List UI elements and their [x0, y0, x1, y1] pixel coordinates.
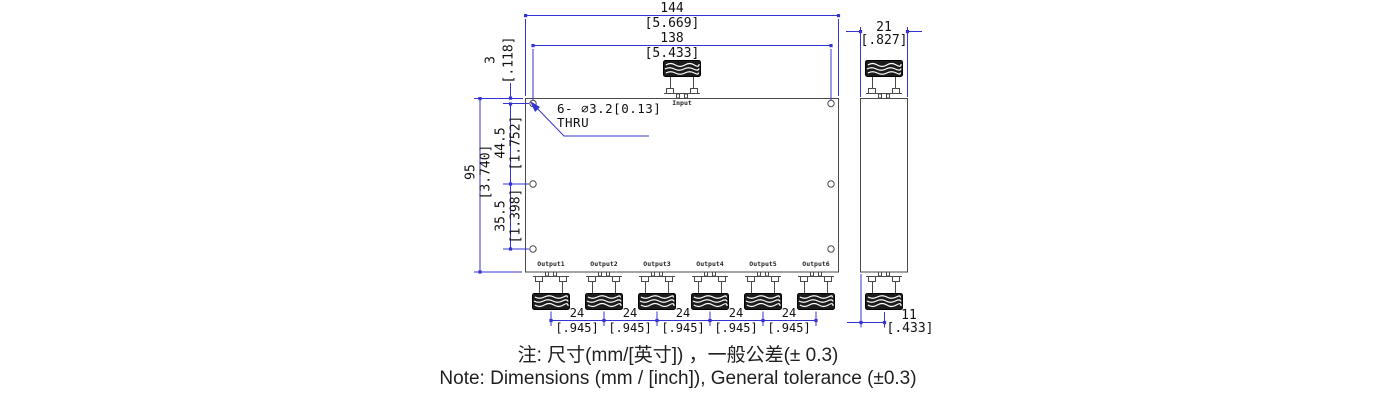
dim-height-total-mm: 95: [463, 164, 479, 180]
dim-hole-pitch-upper-mm: 44.5: [493, 127, 509, 159]
dim-port-pitch-5-mm: 24: [781, 306, 797, 320]
dim-port-pitch-2-mm: 24: [622, 306, 638, 320]
front-view-outline: [525, 98, 839, 273]
dim-hole-span-inch: [5.433]: [644, 46, 700, 61]
output-port-label-5: Output5: [749, 260, 777, 268]
dimension-lines: [474, 14, 922, 328]
dim-hole-pitch-lower-inch: [1.398]: [508, 188, 524, 244]
dim-port-pitch-1-inch: [.945]: [555, 321, 599, 335]
output-port-label-4: Output4: [696, 260, 724, 268]
output-connectors: [532, 272, 834, 310]
mounting-holes: [529, 99, 835, 253]
note-line-english: Note: Dimensions (mm / [inch]), General …: [439, 368, 917, 389]
dim-port-pitch-1-mm: 24: [569, 306, 585, 320]
dim-hole-edge-offset-inch: [.118]: [501, 36, 517, 84]
hole-callout-line1: 6- ∅3.2[0.13]: [557, 101, 662, 116]
output-port-label-1: Output1: [537, 260, 565, 268]
dim-port-pitch-5-inch: [.945]: [767, 321, 811, 335]
dim-height-total-inch: [3.740]: [478, 144, 494, 200]
dim-depth-mm: 21: [876, 20, 892, 35]
output-port-label-2: Output2: [590, 260, 618, 268]
hole-callout-line2: THRU: [557, 115, 590, 130]
dim-hole-edge-offset-mm: 3: [483, 56, 499, 64]
dim-width-total-mm: 144: [660, 1, 684, 16]
dim-width-total-inch: [5.669]: [644, 16, 700, 31]
dim-port-pitch-3-inch: [.945]: [661, 321, 705, 335]
dim-port-offset-mm: 11: [901, 308, 917, 323]
output-port-label-3: Output3: [643, 260, 671, 268]
dim-hole-span-mm: 138: [660, 31, 684, 46]
input-port-label: Input: [672, 99, 692, 107]
dim-hole-pitch-upper-inch: [1.752]: [508, 115, 524, 171]
dim-port-offset-inch: [.433]: [886, 321, 934, 336]
dim-port-pitch-4-inch: [.945]: [714, 321, 758, 335]
dim-hole-pitch-lower-mm: 35.5: [493, 200, 509, 232]
note-line-chinese: 注: 尺寸(mm/[英寸]) ，一般公差(± 0.3): [517, 345, 839, 366]
dim-depth-inch: [.827]: [860, 33, 908, 48]
side-view-outline: [860, 98, 908, 273]
input-connector: [663, 61, 700, 99]
dim-port-pitch-4-mm: 24: [728, 306, 744, 320]
output-port-label-6: Output6: [802, 260, 830, 268]
dim-port-pitch-3-mm: 24: [675, 306, 691, 320]
dim-port-pitch-2-inch: [.945]: [608, 321, 652, 335]
